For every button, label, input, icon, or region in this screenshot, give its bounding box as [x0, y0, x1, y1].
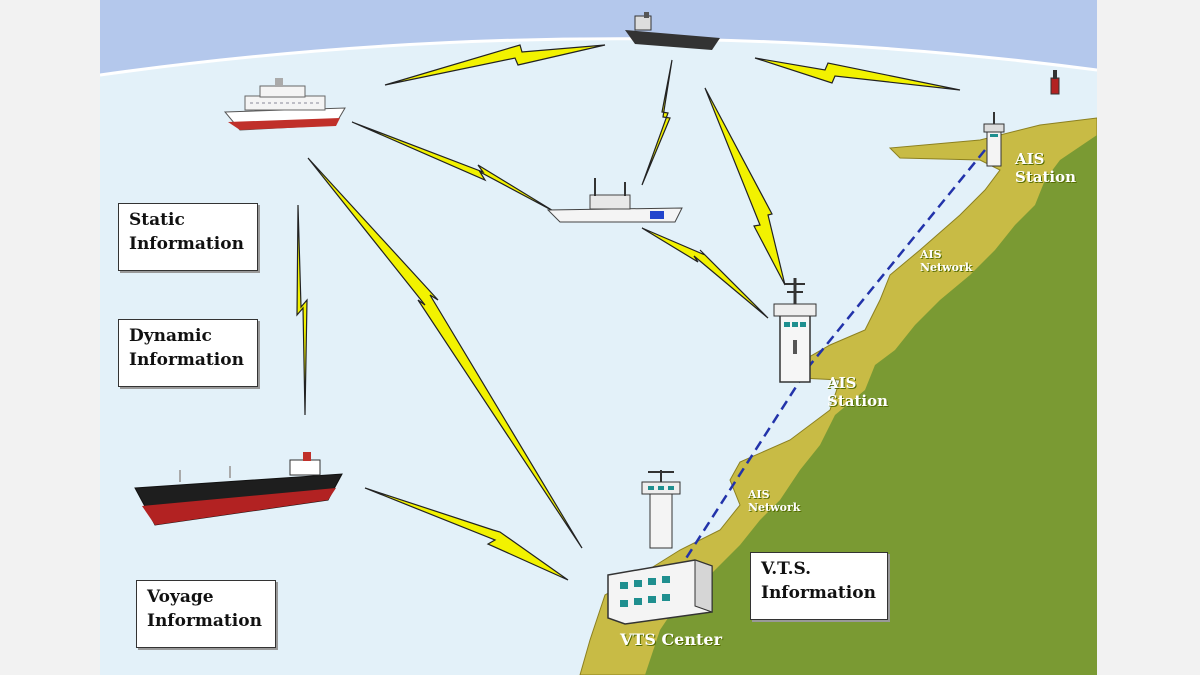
ais-diagram: Static Information Dynamic Information V… [100, 0, 1097, 675]
horizon-line [100, 37, 1097, 77]
ais-network-label-lower: AIS Network [748, 488, 801, 514]
radio-link-tanker-patrol [641, 59, 673, 186]
buoy-icon [1050, 70, 1060, 95]
ais-station-top-icon [983, 112, 1005, 167]
vts-center-building-icon [607, 470, 713, 625]
voyage-information-box: Voyage Information [136, 580, 276, 648]
radio-link-ferry-patrol [351, 121, 556, 213]
patrol-ship-icon [546, 178, 683, 223]
radio-link-crude-vts [364, 487, 569, 581]
passenger-ferry-icon [223, 78, 346, 131]
vts-center-label: VTS Center [620, 630, 722, 649]
ais-station-label-mid: AIS Station [827, 374, 889, 410]
ais-network-label-upper: AIS Network [920, 248, 973, 274]
static-information-box: Static Information [118, 203, 258, 271]
radio-link-tanker-tower [704, 87, 786, 286]
tanker-ship-icon [625, 12, 720, 50]
radio-link-ferry-vts [307, 157, 583, 549]
radio-link-static-dynamic [296, 204, 308, 416]
ais-station-mid-icon [773, 278, 817, 383]
diagram-canvas [100, 0, 1097, 675]
crude-tanker-icon [134, 452, 343, 526]
vts-information-box: V.T.S. Information [750, 552, 888, 620]
radio-link-tanker-buoy [754, 57, 961, 91]
radio-link-ferry-tanker [384, 44, 606, 86]
land [645, 135, 1097, 675]
ais-station-label-top: AIS Station [1015, 150, 1077, 186]
dynamic-information-box: Dynamic Information [118, 319, 258, 387]
radio-link-patrol-tower [641, 227, 769, 319]
